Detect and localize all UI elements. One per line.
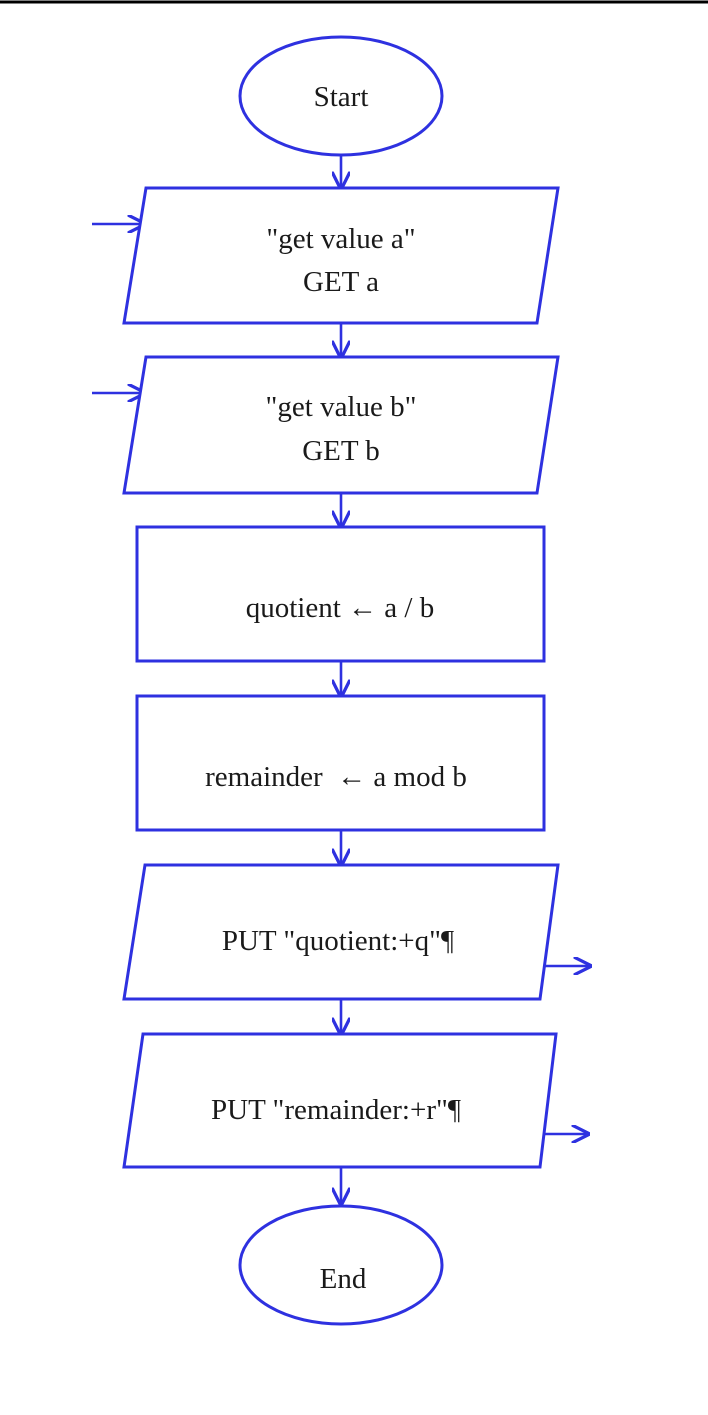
output-q-parallelogram: [122, 863, 560, 1001]
start-terminal-shape: [238, 35, 444, 157]
input-a-node: "get value a" GET a: [122, 186, 560, 325]
input-b-parallelogram: [122, 355, 560, 495]
remainder-label: remainder ← a mod b: [205, 761, 467, 793]
input-a-statement: GET a: [303, 266, 379, 298]
connectors: [92, 155, 590, 1204]
start-node: Start: [238, 35, 444, 157]
end-node: End: [238, 1204, 444, 1326]
remainder-node: remainder ← a mod b: [135, 694, 546, 832]
input-a-prompt: "get value a": [266, 223, 415, 255]
end-terminal-shape: [238, 1204, 444, 1326]
quotient-label: quotient ← a / b: [246, 592, 434, 624]
remainder-process-shape: [135, 694, 546, 832]
output-r-node: PUT "remainder:+r"¶: [122, 1032, 558, 1169]
input-b-node: "get value b" GET b: [122, 355, 560, 495]
input-b-prompt: "get value b": [266, 391, 417, 423]
end-label: End: [320, 1263, 367, 1295]
output-r-label: PUT "remainder:+r"¶: [211, 1094, 461, 1126]
output-q-label: PUT "quotient:+q"¶: [222, 925, 454, 957]
quotient-node: quotient ← a / b: [135, 525, 546, 663]
start-label: Start: [314, 81, 369, 113]
quotient-process-shape: [135, 525, 546, 663]
input-a-parallelogram: [122, 186, 560, 325]
output-r-parallelogram: [122, 1032, 558, 1169]
input-b-statement: GET b: [302, 435, 380, 467]
output-q-node: PUT "quotient:+q"¶: [122, 863, 560, 1001]
